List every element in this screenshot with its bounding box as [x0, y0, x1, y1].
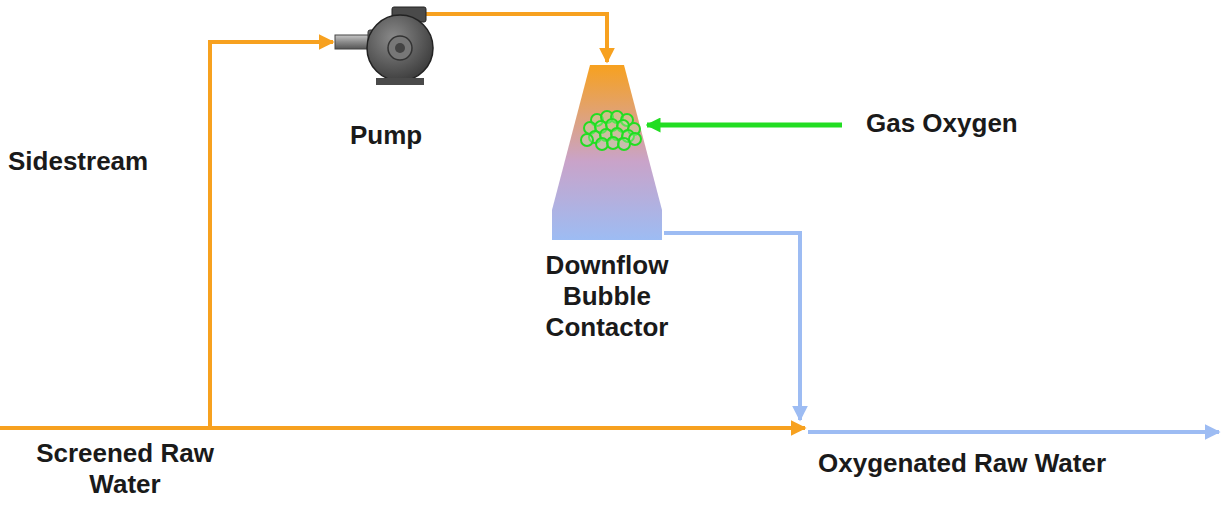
oxygen-feed-arrow: [647, 123, 842, 128]
contactor-symbol: [522, 62, 692, 242]
sidestream-pipe: [210, 42, 333, 428]
contactor-outlet-pipe: [664, 233, 800, 420]
node-figure: [522, 62, 692, 242]
inlet-label: Screened Raw Water: [15, 438, 235, 500]
oxygenated-pipe: [808, 430, 1219, 434]
gas-label: Gas Oxygen: [866, 108, 1116, 139]
contactor-node: Downflow Bubble Contactor: [522, 62, 692, 344]
node-label: Pump: [330, 120, 460, 151]
pump-symbol: [330, 6, 460, 86]
pump-node: Pump: [330, 6, 460, 151]
raw-water-pipe: [0, 426, 805, 430]
node-label: Downflow Bubble Contactor: [522, 250, 692, 344]
stream-label: Sidestream: [8, 146, 198, 177]
node-figure: [330, 6, 460, 86]
pipe-connector: [460, 14, 607, 62]
outlet-label: Oxygenated Raw Water: [818, 448, 1213, 479]
